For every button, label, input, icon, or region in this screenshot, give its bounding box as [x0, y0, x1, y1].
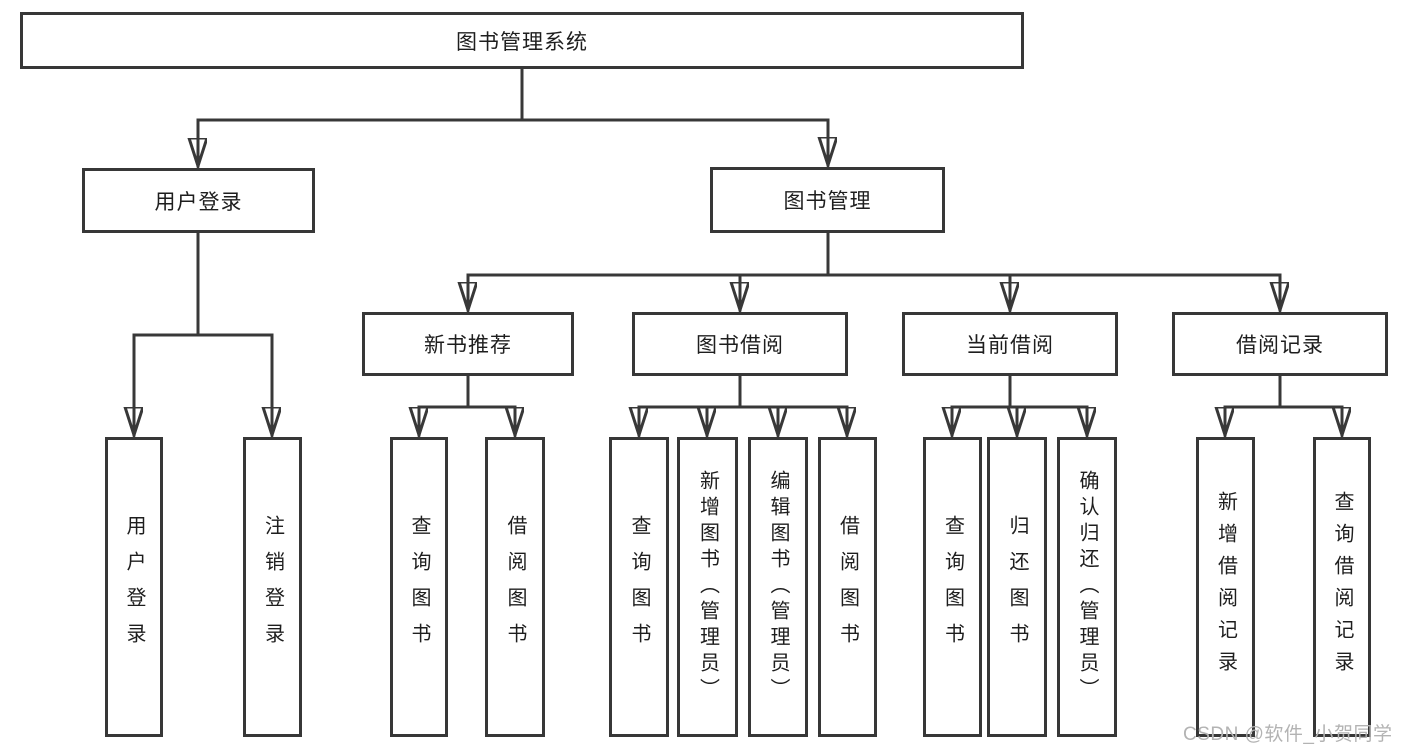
node-library-management-system-label: 图书管理系统	[456, 30, 588, 54]
leaf-query-books-recommend: 查询图书	[390, 437, 448, 737]
leaf-borrow-books-recommend-label: 借阅图书	[504, 515, 526, 659]
leaf-return-books-label: 归还图书	[1006, 515, 1028, 659]
leaf-query-books-current-label: 查询图书	[941, 515, 964, 659]
leaf-borrow-books-label: 借阅图书	[836, 515, 859, 659]
leaf-borrow-books: 借阅图书	[818, 437, 877, 737]
node-new-book-recommendation-label: 新书推荐	[424, 334, 512, 357]
node-borrowing-records-label: 借阅记录	[1236, 334, 1324, 357]
node-current-borrowing-label: 当前借阅	[966, 334, 1054, 357]
leaf-user-login: 用户登录	[105, 437, 163, 737]
leaf-query-borrow-record: 查询借阅记录	[1313, 437, 1371, 737]
leaf-query-books-borrow: 查询图书	[609, 437, 669, 737]
node-book-borrowing-label: 图书借阅	[696, 334, 784, 357]
csdn-watermark: CSDN @软件_小贺同学	[1183, 724, 1393, 745]
leaf-add-books-admin: 新增图书（管理员）	[677, 437, 738, 737]
node-borrowing-records: 借阅记录	[1172, 312, 1388, 376]
leaf-query-books-current: 查询图书	[923, 437, 982, 737]
node-book-management-label: 图书管理	[783, 190, 872, 213]
leaf-user-login-label: 用户登录	[123, 515, 145, 659]
leaf-borrow-books-recommend: 借阅图书	[485, 437, 545, 737]
leaf-logout: 注销登录	[243, 437, 302, 737]
leaf-return-books: 归还图书	[987, 437, 1047, 737]
node-user-login-label: 用户登录	[154, 190, 243, 214]
node-book-management: 图书管理	[710, 167, 945, 233]
leaf-edit-books-admin-label: 编辑图书（管理员）	[767, 470, 789, 704]
node-new-book-recommendation: 新书推荐	[362, 312, 574, 376]
leaf-edit-books-admin: 编辑图书（管理员）	[748, 437, 808, 737]
leaf-add-borrow-record: 新增借阅记录	[1196, 437, 1255, 737]
node-library-management-system: 图书管理系统	[20, 12, 1024, 69]
leaf-add-books-admin-label: 新增图书（管理员）	[696, 470, 719, 704]
leaf-query-books-borrow-label: 查询图书	[628, 515, 650, 659]
node-user-login: 用户登录	[82, 168, 315, 233]
leaf-confirm-return-admin-label: 确认归还（管理员）	[1076, 470, 1098, 704]
leaf-add-borrow-record-label: 新增借阅记录	[1214, 491, 1237, 683]
leaf-logout-label: 注销登录	[261, 515, 284, 659]
node-current-borrowing: 当前借阅	[902, 312, 1118, 376]
leaf-query-borrow-record-label: 查询借阅记录	[1331, 491, 1353, 683]
leaf-query-books-recommend-label: 查询图书	[408, 515, 430, 659]
leaf-confirm-return-admin: 确认归还（管理员）	[1057, 437, 1117, 737]
node-book-borrowing: 图书借阅	[632, 312, 848, 376]
